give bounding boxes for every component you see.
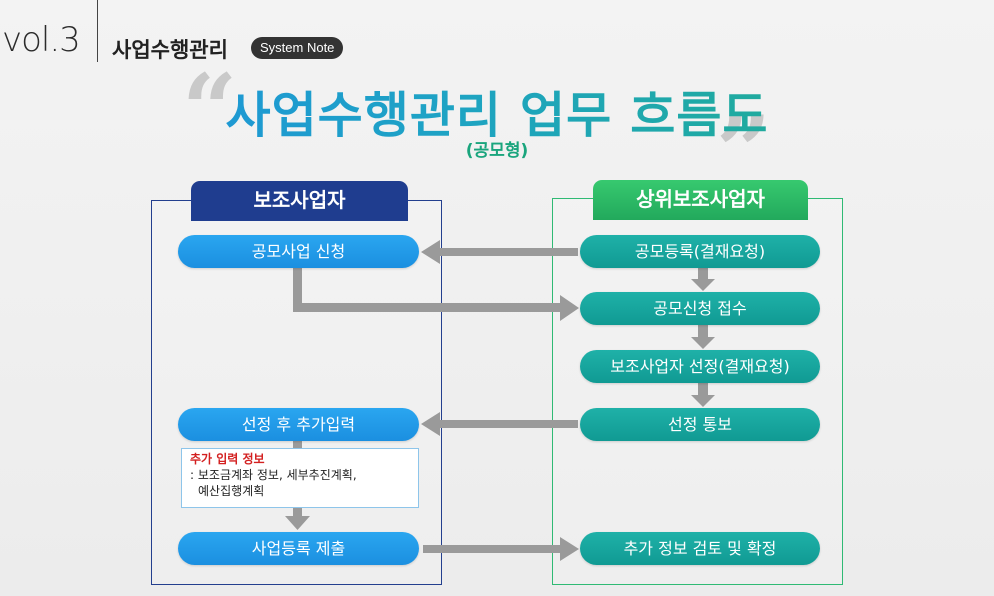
arrow-receive-to-select bbox=[691, 324, 715, 349]
node-review: 추가 정보 검토 및 확정 bbox=[580, 532, 820, 565]
node-post-extra: 선정 후 추가입력 bbox=[178, 408, 419, 441]
header-divider bbox=[97, 0, 98, 62]
arrow-register-to-receive bbox=[691, 266, 715, 291]
node-notify: 선정 통보 bbox=[580, 408, 820, 441]
extra-info-title: 추가 입력 정보 bbox=[190, 452, 265, 466]
node-apply: 공모사업 신청 bbox=[178, 235, 419, 268]
node-receive: 공모신청 접수 bbox=[580, 292, 820, 325]
arrow-select-to-notify bbox=[691, 382, 715, 407]
extra-info-line-2: 예산집행계획 bbox=[198, 484, 265, 498]
series-tag: System Note bbox=[251, 37, 344, 59]
node-register: 공모등록(결재요청) bbox=[580, 235, 820, 268]
arrow-apply-to-receive bbox=[293, 295, 579, 321]
node-select: 보조사업자 선정(결재요청) bbox=[580, 350, 820, 383]
extra-info-box: 추가 입력 정보 : 보조금계좌 정보, 세부추진계획, 예산집행계획 bbox=[181, 448, 419, 508]
arrow-register-to-apply bbox=[421, 240, 578, 264]
arrow-notify-to-post-extra bbox=[421, 412, 578, 436]
left-lane-title: 보조사업자 bbox=[191, 181, 408, 221]
extra-info-line-1: : 보조금계좌 정보, 세부추진계획, bbox=[190, 468, 357, 482]
node-submit: 사업등록 제출 bbox=[178, 532, 419, 565]
open-quote-icon: “ bbox=[182, 62, 237, 158]
arrow-submit-to-review bbox=[423, 537, 579, 561]
arrow-info-to-submit bbox=[285, 508, 310, 530]
diagram-title: 사업수행관리 업무 흐름도 bbox=[0, 76, 994, 147]
right-lane-title: 상위보조사업자 bbox=[593, 180, 808, 220]
series-title: 사업수행관리 bbox=[112, 38, 228, 62]
arrow-apply-down bbox=[293, 266, 302, 312]
volume-label: vol.3 bbox=[2, 20, 81, 60]
diagram-subtitle: (공모형) bbox=[465, 141, 529, 161]
arrow-post-extra-down bbox=[293, 440, 302, 449]
